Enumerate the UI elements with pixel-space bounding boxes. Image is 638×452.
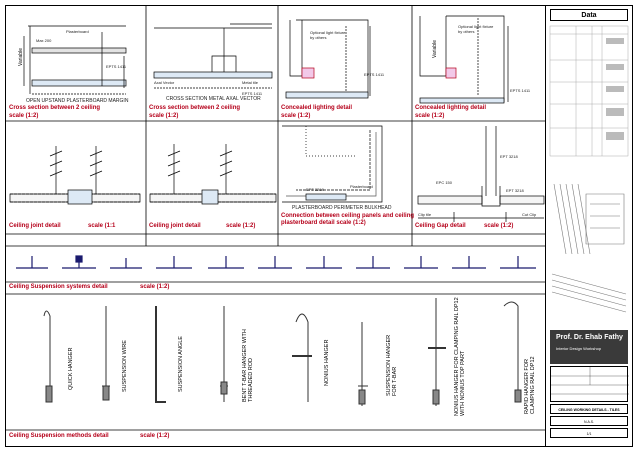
hanger-label-4: BENT T-BAR HANGER WITH THREADED ROD [242, 329, 254, 402]
r2-d4-scale: scale (1:2) [484, 223, 514, 229]
hanger-label-2: SUSPENSION WIRE [122, 340, 128, 392]
company-logo: Prof. Dr. Ehab Fathy Interior Design Wor… [550, 330, 628, 364]
d2-title: Cross section between 2 ceiling [149, 105, 241, 111]
section-concealed-lighting-2 [419, 15, 509, 104]
r2-d3-title: Connection between ceiling panels and ce… [281, 213, 415, 226]
d4-title: Concealed lighting detail [415, 105, 487, 111]
d2-note-metal-tile: Metal tile [242, 80, 259, 85]
r2-d3-note-plasterboard: Plasterboard [350, 184, 373, 189]
hanger-label-6: SUSPENSION HANGER FOR T-BAR [386, 334, 398, 396]
r2-d1-scale: scale (1:1 [88, 223, 116, 229]
r2-d3-note-ept: EPT 3218 [306, 187, 324, 192]
line-work [6, 6, 546, 431]
d4-note-fixture: Optional light fixture by others [458, 24, 494, 34]
d1-scale: scale (1:2) [9, 113, 39, 119]
d3-note-fixture: Optional light fixture by others [310, 30, 346, 40]
hanger-label-8: RAPID HANGER FOR CLAMPING RAIL DP12 [524, 356, 536, 414]
d2-scale: scale (1:2) [149, 113, 179, 119]
hanger-label-7: NONIUS HANGER FOR CLAMPING RAIL DP12 WIT… [454, 297, 466, 416]
r2-d4-note-clip: Clip tile [418, 212, 432, 217]
section-upstand-margin [23, 25, 127, 95]
d4-note-variable: Variable [432, 40, 438, 58]
r4-scale: scale (1:2) [140, 433, 170, 439]
d4-scale: scale (1:2) [415, 113, 445, 119]
gap-detail [417, 126, 545, 222]
drawing-sheet: Plasterboard Max 200 Variable EPTS 1411 … [5, 5, 633, 447]
r2-d4-note-cut: Cut Clip [522, 212, 537, 217]
scale-value: N.A.S. [550, 416, 628, 426]
r2-d4-note-epc: EPC 150 [436, 180, 453, 185]
hanger-drawings [43, 298, 522, 406]
title-block-info [550, 366, 629, 402]
hanger-label-1: QUICK HANGER [68, 347, 74, 390]
product-table-graphic [549, 25, 629, 313]
r2-d4-note-ept-1: EPT 3218 [500, 154, 518, 159]
d3-scale: scale (1:2) [281, 113, 311, 119]
d1-note-max: Max 200 [36, 38, 52, 43]
d3-title: Concealed lighting detail [281, 105, 353, 111]
d1-note-plasterboard: Plasterboard [66, 29, 89, 34]
hanger-label-3: SUSPENSION ANGLE [178, 336, 184, 392]
logo-subtitle: Interior Design Workshop [556, 346, 602, 351]
r2-d3-scale: scale (1:2) [336, 220, 366, 226]
project-name: CEILING WORKING DETAILS - TILES [550, 404, 628, 414]
d4-note-epts: EPTS 1411 [510, 88, 531, 93]
r2-d3-caption: PLASTERBOARD PERIMETER BULKHEAD [292, 205, 392, 211]
r2-d2-scale: scale (1:2) [226, 223, 256, 229]
sheet-number: 1/1 [550, 428, 628, 438]
section-axal-vector [153, 23, 273, 89]
d2-caption: CROSS SECTION METAL AXAL VECTOR [166, 96, 261, 102]
d3-note-epts: EPTS 1411 [364, 72, 385, 77]
d1-caption: OPEN UPSTAND PLASTERBOARD MARGIN [26, 98, 129, 104]
hanger-label-5: NONIUS HANGER [324, 339, 330, 386]
suspension-profiles [16, 255, 536, 269]
r2-d4-title: Ceiling Gap detail [415, 223, 466, 229]
drawing-area: Plasterboard Max 200 Variable EPTS 1411 … [6, 6, 546, 446]
joint-detail-1 [9, 146, 141, 205]
r4-title: Ceiling Suspension methods detail [9, 433, 109, 439]
r2-d2-title: Ceiling joint detail [149, 223, 201, 229]
d1-note-variable: Variable [18, 48, 24, 66]
data-panel-title: Data [550, 9, 628, 21]
data-panel: Data [546, 6, 632, 446]
joint-detail-2 [149, 144, 277, 205]
d2-note-axal: Axal Vector [154, 80, 175, 85]
title-block-grid [551, 367, 629, 395]
d1-title: Cross section between 2 ceiling [9, 105, 101, 111]
d2-note-epts: EPTS 1411 [242, 91, 263, 96]
perimeter-bulkhead [282, 125, 383, 203]
r2-d1-title: Ceiling joint detail [9, 223, 61, 229]
d1-note-epts: EPTS 1411 [106, 64, 127, 69]
r2-d4-note-ept-2: EPT 3218 [506, 188, 524, 193]
section-concealed-lighting-1 [285, 19, 371, 99]
logo-title: Prof. Dr. Ehab Fathy [556, 334, 623, 341]
r3-title: Ceiling Suspension systems detail [9, 284, 108, 290]
r3-scale: scale (1:2) [140, 284, 170, 290]
